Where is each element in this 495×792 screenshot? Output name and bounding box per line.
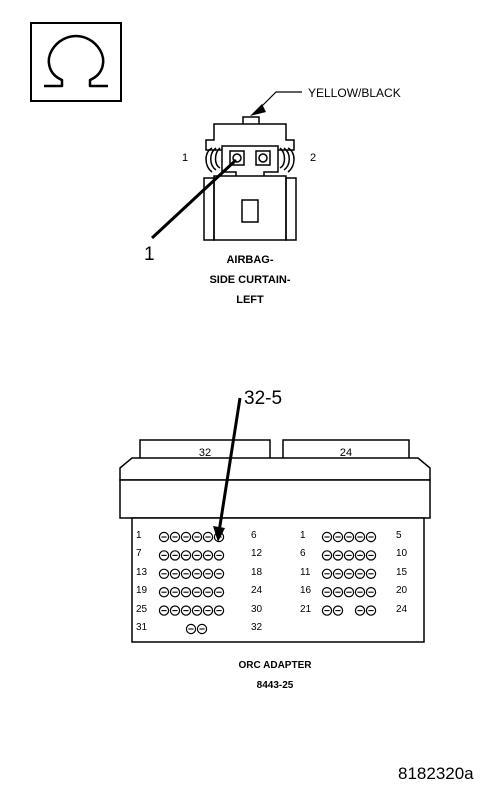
pin-1-label: 1 bbox=[182, 152, 189, 164]
terminal-1-socket bbox=[232, 153, 242, 163]
wire-color-leader bbox=[257, 91, 302, 111]
callout-1-leader bbox=[150, 158, 238, 240]
left-row-start-label: 13 bbox=[136, 566, 148, 578]
left-row-start-label: 7 bbox=[136, 548, 142, 560]
connector-left-groove-2 bbox=[210, 147, 217, 171]
tab-32-label: 32 bbox=[198, 447, 212, 459]
callout-32-5-arrowhead bbox=[213, 526, 225, 542]
connector-lock-window bbox=[241, 199, 259, 223]
connector-left-groove-3 bbox=[214, 147, 221, 169]
wire-color-arrowhead bbox=[250, 104, 266, 116]
left-row-end-label: 6 bbox=[251, 530, 257, 541]
airbag-title-line-3: LEFT bbox=[236, 294, 264, 306]
left-row-start-label: 31 bbox=[136, 622, 148, 633]
right-row-end-label: 5 bbox=[396, 530, 402, 541]
connector-top-housing bbox=[205, 123, 295, 151]
connector-left-groove bbox=[205, 147, 213, 173]
ohm-symbol-icon bbox=[44, 34, 108, 88]
ohmmeter-box bbox=[30, 22, 122, 102]
right-row-end-label: 20 bbox=[396, 585, 408, 597]
figure-id: 8182320a bbox=[398, 764, 474, 783]
right-row-start-label: 21 bbox=[300, 603, 312, 615]
connector-body-right-side bbox=[285, 177, 297, 241]
adapter-upper-housing bbox=[119, 457, 431, 481]
wire-color-label: YELLOW/BLACK bbox=[308, 86, 401, 100]
callout-1-label: 1 bbox=[144, 244, 155, 265]
left-row-start-label: 25 bbox=[136, 603, 148, 615]
orc-adapter-part-number: 8443-25 bbox=[256, 680, 294, 691]
pin-field bbox=[158, 531, 377, 635]
connector-right-groove-3 bbox=[279, 147, 286, 169]
left-row-end-label: 32 bbox=[251, 622, 263, 633]
connector-right-groove bbox=[287, 147, 295, 173]
orc-adapter bbox=[119, 439, 431, 643]
right-row-start-label: 16 bbox=[300, 585, 312, 597]
right-row-end-label: 10 bbox=[396, 548, 408, 560]
connector-right-groove-2 bbox=[283, 147, 290, 171]
left-row-end-label: 12 bbox=[251, 548, 263, 560]
pin-2-label: 2 bbox=[310, 152, 317, 164]
terminal-2 bbox=[255, 150, 271, 166]
left-row-end-label: 18 bbox=[251, 566, 263, 578]
right-row-start-label: 1 bbox=[300, 530, 306, 541]
right-row-end-label: 15 bbox=[396, 566, 408, 578]
left-row-start-label: 1 bbox=[136, 530, 142, 541]
left-row-end-label: 30 bbox=[251, 603, 263, 615]
airbag-title-line-1: AIRBAG- bbox=[226, 254, 274, 266]
adapter-shoulder bbox=[119, 479, 431, 519]
right-row-end-label: 24 bbox=[396, 603, 408, 615]
airbag-title-line-2: SIDE CURTAIN- bbox=[209, 274, 291, 286]
right-row-start-label: 6 bbox=[300, 548, 306, 560]
airbag-connector bbox=[203, 116, 297, 241]
left-row-end-label: 24 bbox=[251, 585, 263, 597]
terminal-2-socket bbox=[258, 153, 268, 163]
callout-32-5-label: 32-5 bbox=[244, 388, 283, 409]
tab-24-label: 24 bbox=[339, 447, 353, 459]
connector-body-left-side bbox=[203, 177, 215, 241]
right-row-start-label: 11 bbox=[300, 566, 311, 578]
orc-adapter-title: ORC ADAPTER bbox=[238, 660, 312, 671]
left-row-start-label: 19 bbox=[136, 585, 148, 597]
callout-32-5-leader bbox=[217, 397, 242, 533]
